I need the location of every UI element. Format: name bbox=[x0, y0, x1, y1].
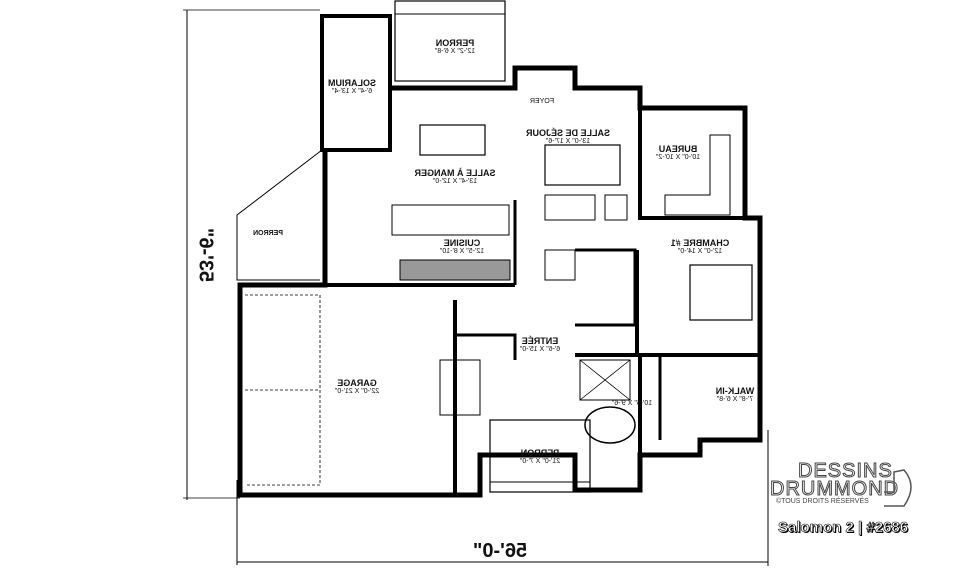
perron-top bbox=[394, 0, 506, 82]
width-dimension-label: 56'-0" bbox=[472, 540, 528, 562]
copyright-text: ©TOUS DROITS RÉSERVÉS bbox=[776, 498, 869, 505]
room-label-perron-side: PERRON bbox=[253, 230, 283, 237]
exterior-walls bbox=[237, 65, 763, 498]
room-label-bathroom: 10'-6" X 9'-6" bbox=[611, 400, 653, 407]
sofa bbox=[544, 144, 621, 186]
depth-dimension-label: 53'-6" bbox=[194, 227, 217, 283]
logo-line2: DRUMMOND bbox=[770, 478, 900, 500]
dining-table bbox=[419, 124, 486, 156]
logo-d-mark-icon bbox=[884, 469, 912, 507]
perron-bottom bbox=[489, 419, 591, 493]
bathtub bbox=[584, 406, 636, 444]
logo-line1: DESSINS bbox=[798, 460, 893, 482]
plan-title: Salomon 2 | #2686 bbox=[778, 519, 909, 537]
room-label-foyer: FOYER bbox=[529, 98, 555, 105]
solarium-walls bbox=[320, 14, 392, 152]
dessins-drummond-logo: DESSINS DRUMMOND ©TOUS DROITS RÉSERVÉS bbox=[770, 460, 920, 507]
bed bbox=[689, 264, 753, 321]
